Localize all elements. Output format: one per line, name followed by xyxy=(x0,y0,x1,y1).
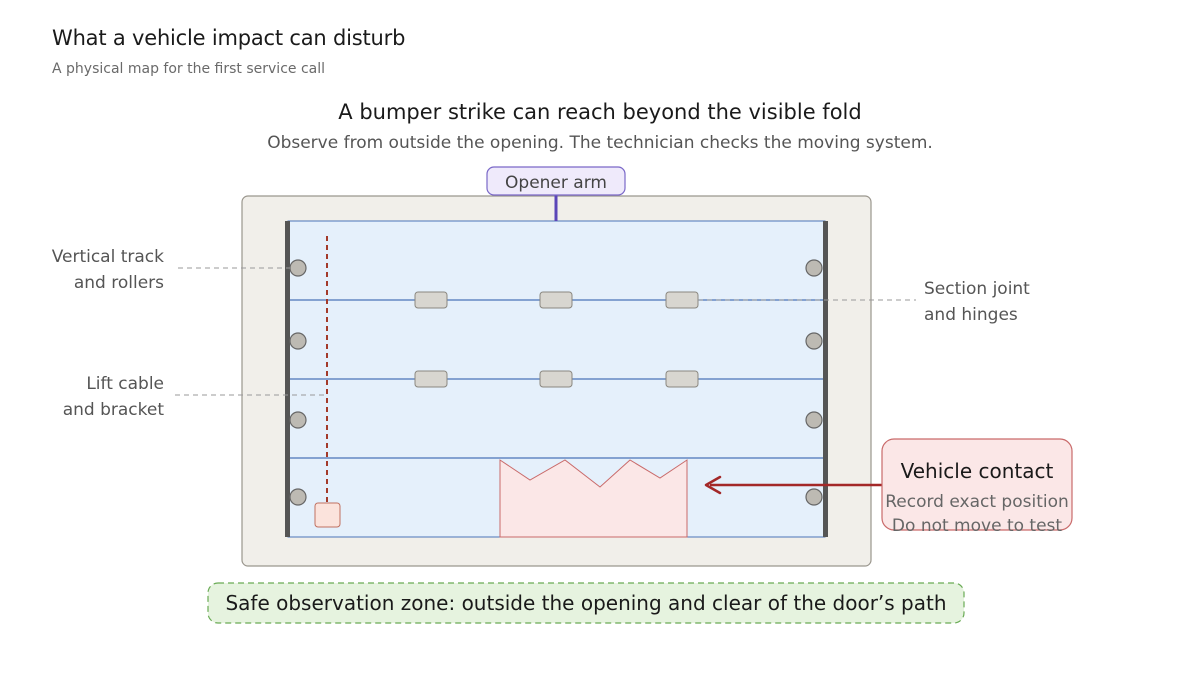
safe-observation-zone xyxy=(207,582,965,624)
roller-right-2 xyxy=(805,332,823,350)
safe-zone-label: Safe observation zone: outside the openi… xyxy=(225,591,946,615)
hinge xyxy=(665,370,699,388)
label-lift-cable-line1: Lift cable xyxy=(86,374,164,394)
left-vertical-track xyxy=(285,221,290,537)
page-title: What a vehicle impact can disturb xyxy=(52,26,406,50)
label-section-joint-line1: Section joint xyxy=(924,279,1030,299)
opener-arm-label: Opener arm xyxy=(505,173,607,193)
callout-title: Vehicle contact xyxy=(901,459,1054,483)
hinge xyxy=(539,370,573,388)
rollers xyxy=(289,259,823,506)
roller-right-3 xyxy=(805,411,823,429)
opener-arm-badge xyxy=(486,166,626,196)
roller-right-4 xyxy=(805,488,823,506)
roller-left-3 xyxy=(289,411,307,429)
hinges xyxy=(414,291,699,388)
cable-bracket xyxy=(314,502,341,528)
hinge xyxy=(539,291,573,309)
vehicle-contact-callout xyxy=(881,438,1073,531)
callout-line-1: Record exact position xyxy=(885,492,1069,512)
label-vertical-track-line1: Vertical track xyxy=(52,247,164,267)
diagram-subtitle: Observe from outside the opening. The te… xyxy=(267,133,933,153)
damage-area xyxy=(499,459,688,538)
label-lift-cable-line2: and bracket xyxy=(63,400,165,420)
roller-left-1 xyxy=(289,259,307,277)
label-vertical-track-line2: and rollers xyxy=(74,273,164,293)
callout-line-2: Do not move to test xyxy=(892,516,1062,536)
contact-arrow-head xyxy=(704,475,722,495)
roller-left-2 xyxy=(289,332,307,350)
page-subtitle: A physical map for the first service cal… xyxy=(52,61,326,77)
hinge xyxy=(414,370,448,388)
hinge xyxy=(414,291,448,309)
roller-left-4 xyxy=(289,488,307,506)
roller-right-1 xyxy=(805,259,823,277)
label-section-joint-line2: and hinges xyxy=(924,305,1018,325)
hinge xyxy=(665,291,699,309)
diagram-title: A bumper strike can reach beyond the vis… xyxy=(338,100,861,124)
right-vertical-track xyxy=(823,221,828,537)
